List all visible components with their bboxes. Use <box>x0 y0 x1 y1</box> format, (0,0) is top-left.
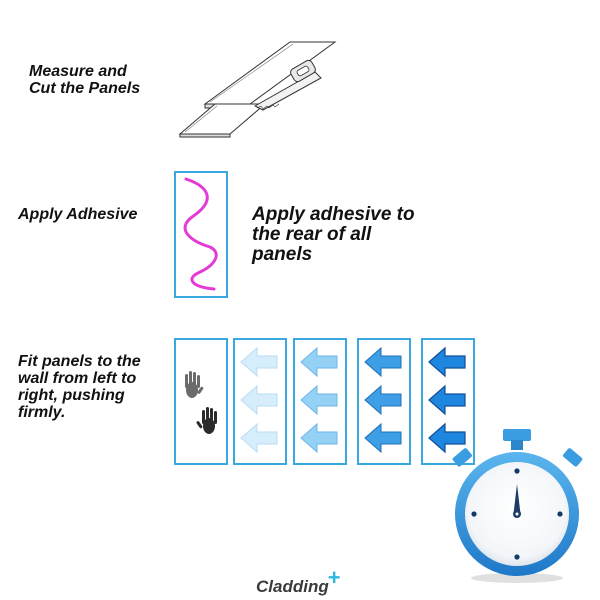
left-arrow-icon <box>428 346 466 378</box>
arrow-panel-2 <box>293 338 347 465</box>
step3-label: Fit panels to the wall from left to righ… <box>18 353 141 421</box>
brand-plus-icon: + <box>327 565 341 590</box>
step2-description: Apply adhesive to the rear of all panels <box>252 204 415 265</box>
arrow-panel-3 <box>357 338 411 465</box>
arrow-panel-1 <box>233 338 287 465</box>
left-arrow-icon <box>364 422 402 454</box>
left-arrow-icon <box>240 346 278 378</box>
left-arrow-icon <box>240 384 278 416</box>
arrow-panel-4 <box>421 338 475 465</box>
hands-icon <box>185 371 217 434</box>
step1-label: Measure and Cut the Panels <box>29 63 141 97</box>
step2-label: Apply Adhesive <box>18 206 138 223</box>
stopwatch-icon <box>445 426 590 586</box>
panel-saw-icon <box>175 34 340 139</box>
hands-panel <box>174 338 228 465</box>
left-arrow-icon <box>428 422 466 454</box>
left-arrow-icon <box>240 422 278 454</box>
left-arrow-icon <box>428 384 466 416</box>
hand-dark-icon <box>196 407 217 434</box>
left-arrow-icon <box>364 346 402 378</box>
left-arrow-icon <box>300 346 338 378</box>
left-arrow-icon <box>364 384 402 416</box>
hand-grey-icon <box>185 371 204 398</box>
brand-logo: Cladding+ <box>256 565 342 598</box>
brand-name: Cladding <box>256 577 329 596</box>
left-arrow-icon <box>300 384 338 416</box>
adhesive-squiggle-icon <box>183 177 218 291</box>
adhesive-panel <box>174 171 228 298</box>
left-arrow-icon <box>300 422 338 454</box>
